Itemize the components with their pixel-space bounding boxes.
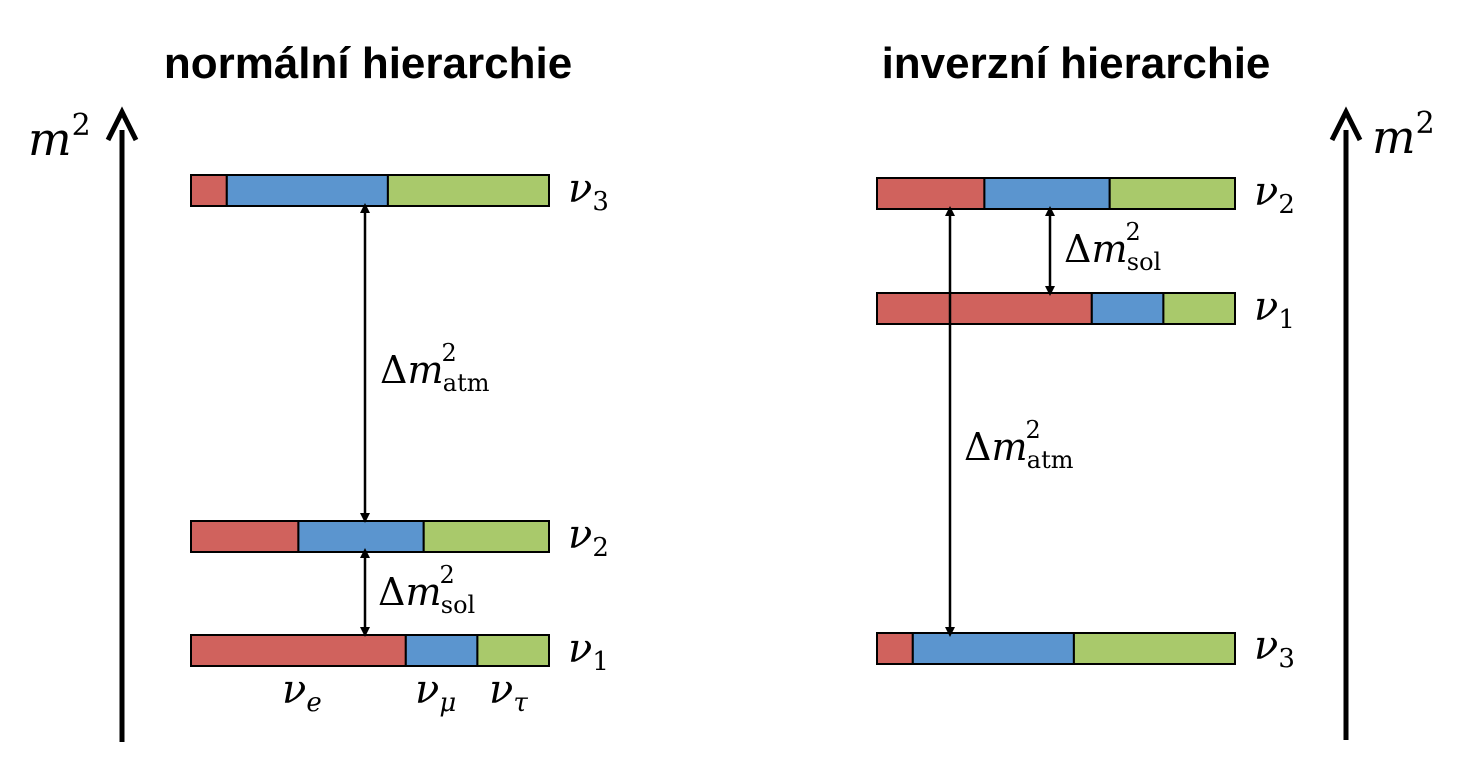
mass-level-bars [190,174,1237,667]
left-axis-label: m2 [28,108,91,166]
right-nu3-muon-segment [911,632,1075,665]
right-nu1-muon-segment [1090,292,1165,325]
right-nu3-electron-segment [876,632,914,665]
left-level-nu3 [190,174,550,207]
right-level-nu1 [876,292,1237,325]
title-inverted-hierarchy: inverzní hierarchie [882,39,1271,88]
left-level-nu1 [190,634,550,667]
right-mass-axis: m2 [1329,106,1435,740]
right-nu1-electron-segment [876,292,1093,325]
left-nu3-muon-segment [225,174,389,207]
left-nu3-tau-segment [386,174,550,207]
left-nu1-electron-segment [190,634,407,667]
left-level-nu2 [190,520,551,553]
left-label-nu1: ν1 [568,626,609,677]
right-label-nu2: ν2 [1254,169,1295,220]
right-label-nu1: ν1 [1254,284,1295,335]
flavor-label-electron: νe [282,667,322,718]
left-nu1-tau-segment [476,634,550,667]
flavor-label-muon: νμ [415,667,456,718]
flavor-label-tau: ντ [489,667,528,718]
left-label-nu2: ν2 [568,512,609,563]
right-level-nu2 [876,177,1236,210]
right-nu2-muon-segment [983,177,1111,210]
left-nu2-muon-segment [297,520,425,553]
right-nu3-tau-segment [1072,632,1237,665]
left-label-nu3: ν3 [568,166,609,217]
left-mass-axis: m2 [28,106,139,742]
left-nu3-electron-segment [190,174,228,207]
right-nu2-tau-segment [1108,177,1236,210]
right-axis-label: m2 [1372,106,1435,164]
left-nu2-tau-segment [422,520,551,553]
right-label-nu3: ν3 [1254,623,1295,674]
right-nu1-tau-segment [1162,292,1237,325]
left-nu2-electron-segment [190,520,300,553]
left-nu1-muon-segment [404,634,479,667]
right-nu2-electron-segment [876,177,986,210]
title-normal-hierarchy: normální hierarchie [164,39,572,88]
right-level-nu3 [876,632,1237,665]
